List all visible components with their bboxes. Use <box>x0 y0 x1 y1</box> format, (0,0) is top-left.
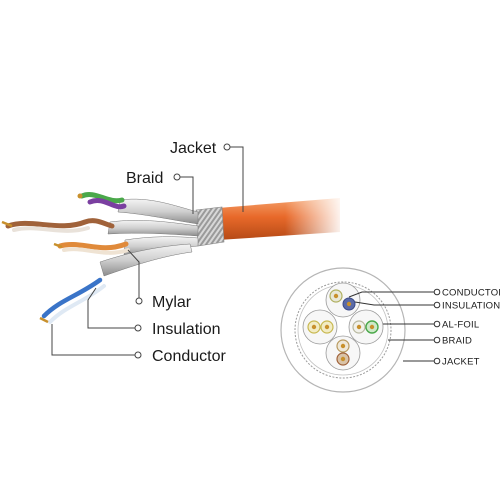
braid-callout-line <box>180 176 194 214</box>
cross-section-callouts <box>348 288 441 365</box>
braid-callout-dot <box>173 173 181 181</box>
label-braid: Braid <box>126 170 163 187</box>
conductor-callout-dot <box>134 351 142 359</box>
cable-illustration <box>1 192 345 324</box>
xs-pair-top-core-a <box>333 293 339 299</box>
mylar-callout-dot <box>135 297 143 305</box>
label-jacket: Jacket <box>170 140 217 157</box>
pair2-copper <box>1 220 13 228</box>
insulation-callout-line <box>87 287 135 329</box>
pair-blue-wire <box>41 277 103 319</box>
xs-label-braid: BRAID <box>442 336 472 347</box>
xs-label-insulation: INSULATION <box>442 301 500 312</box>
xs-pair-bottom-core-a <box>340 343 346 349</box>
pair-white-wire <box>12 226 90 233</box>
jacket-callout-line <box>230 146 244 212</box>
xs-conductor-dot <box>433 288 441 296</box>
label-insulation: Insulation <box>152 321 221 338</box>
foil-shield-bottom <box>99 243 193 277</box>
cable-callouts <box>51 143 244 359</box>
jacket-callout-dot <box>223 143 231 151</box>
mylar-callout-line <box>127 249 140 298</box>
pair-orange-white-wire <box>62 247 130 255</box>
foil-shield-top <box>117 198 199 225</box>
pair-blue-white-wire <box>48 284 106 324</box>
insulation-callout-dot <box>134 324 142 332</box>
pair-purple-wire <box>87 198 127 210</box>
pair3-copper <box>53 242 63 249</box>
xs-jacket-dot <box>433 357 441 365</box>
pair-green-copper <box>77 193 83 199</box>
foil-shield-mid <box>107 220 199 237</box>
xs-pair-bottom-core-b <box>340 356 346 362</box>
pair-brown-wire <box>5 218 115 229</box>
pair4-copper <box>39 316 49 324</box>
xs-pair-top-core-b <box>346 301 352 307</box>
conductor-callout-line <box>51 324 135 356</box>
pair-green-wire <box>79 192 125 204</box>
xs-label-jacket: JACKET <box>442 357 480 368</box>
label-mylar: Mylar <box>152 294 192 311</box>
xs-braid-dot <box>433 336 441 344</box>
label-conductor: Conductor <box>152 348 226 365</box>
jacket-fade <box>285 194 345 238</box>
xs-alfoil-dot <box>433 320 441 328</box>
xs-insulation-dot <box>433 301 441 309</box>
cross-section <box>280 267 406 393</box>
xs-pair-right-core-a <box>356 324 362 330</box>
xs-conductor-line <box>348 291 434 298</box>
xs-pair-right-core-b <box>369 324 375 330</box>
xs-insulation-line <box>354 301 434 306</box>
xs-label-conductor: CONDUCTOR <box>442 288 500 299</box>
xs-pair-left-core-b <box>324 324 330 330</box>
xs-pair-left-core-a <box>311 324 317 330</box>
xs-label-al-foil: AL-FOIL <box>442 320 479 331</box>
pair-orange-wire <box>57 241 129 251</box>
braid-section <box>195 206 225 247</box>
